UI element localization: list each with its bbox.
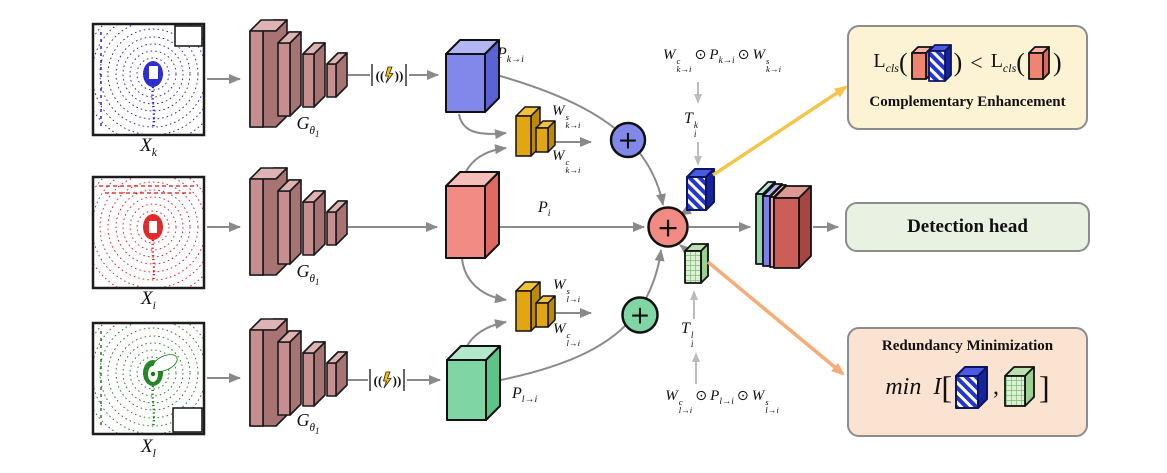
selection-arrows	[690, 82, 702, 384]
selected-k-feature-icon	[955, 366, 988, 409]
min-operator: min	[885, 373, 922, 400]
redundancy-arrow	[706, 260, 845, 376]
weight-module-l	[515, 281, 556, 332]
compression-icon-k: (( ))	[371, 64, 407, 86]
transmit-parens-close: ))	[395, 68, 404, 83]
transmit-parens-close: ))	[393, 373, 402, 388]
encoder-k	[249, 19, 348, 128]
plus-sign-i: +	[657, 213, 680, 244]
encoder-label-i: Gθ1	[296, 261, 320, 287]
transmit-parens-open: ((	[376, 68, 385, 83]
sum-node-i	[647, 206, 689, 248]
ego-feature-icon	[1028, 46, 1050, 80]
detection-head-label: Detection head	[907, 216, 1028, 237]
aggregation-nodes: + + +	[609, 121, 689, 334]
plus-sign-k: +	[618, 126, 639, 155]
complementary-title: Complementary Enhancement	[869, 94, 1066, 110]
lidar-bev-i	[91, 175, 206, 290]
sum-node-l	[621, 296, 659, 334]
selected-l-feature-icon	[1004, 366, 1035, 407]
encoder-label-l: Gθ1	[296, 410, 320, 436]
loss-term: Lcls	[990, 50, 1017, 75]
feature-label-p-i: Pi	[538, 199, 551, 220]
loss-term: Lcls	[873, 50, 899, 75]
selected-feature-l	[684, 243, 709, 284]
transmit-parens-open: ((	[374, 373, 383, 388]
lidar-bev-k	[91, 22, 206, 137]
feature-cube-k	[445, 39, 500, 113]
complementary-formula: Lcls( ) < Lcls( )	[849, 39, 1086, 87]
input-label-l: Xl	[141, 436, 156, 460]
complementary-arrow	[712, 85, 848, 177]
feature-label-p-k: Pk→i	[497, 45, 524, 66]
fused-feature-stack	[755, 181, 812, 269]
encoder-label-k: Gθ1	[296, 113, 320, 139]
feature-cube-i	[445, 171, 500, 259]
redundancy-minimization-box: Redundancy Minimization min I [ , ]	[847, 327, 1088, 437]
plus-sign-l: +	[630, 301, 651, 330]
selected-k-feature-icon	[927, 44, 952, 82]
redundancy-formula: min I [ , ]	[849, 360, 1086, 414]
input-label-k: Xk	[140, 135, 157, 159]
feature-label-p-l: Pl→i	[512, 385, 538, 406]
redundancy-title: Redundancy Minimization	[881, 338, 1054, 354]
detection-head-box: Detection head	[845, 202, 1090, 252]
compression-icon-l: (( ))	[369, 369, 405, 391]
feature-cube-l	[446, 345, 501, 421]
input-label-i: Xi	[141, 288, 156, 312]
encoder-i	[249, 167, 348, 276]
selected-feature-k	[686, 168, 715, 211]
sum-node-k	[609, 121, 647, 159]
lightning-icon	[382, 371, 392, 389]
lightning-icon	[384, 66, 394, 84]
mutual-information-symbol: I	[933, 373, 942, 400]
lidar-bev-l	[91, 321, 206, 436]
fused-pair-icon	[910, 44, 952, 82]
complementary-enhancement-box: Lcls( ) < Lcls( ) Complementa	[847, 25, 1088, 130]
weight-module-k	[515, 106, 556, 157]
